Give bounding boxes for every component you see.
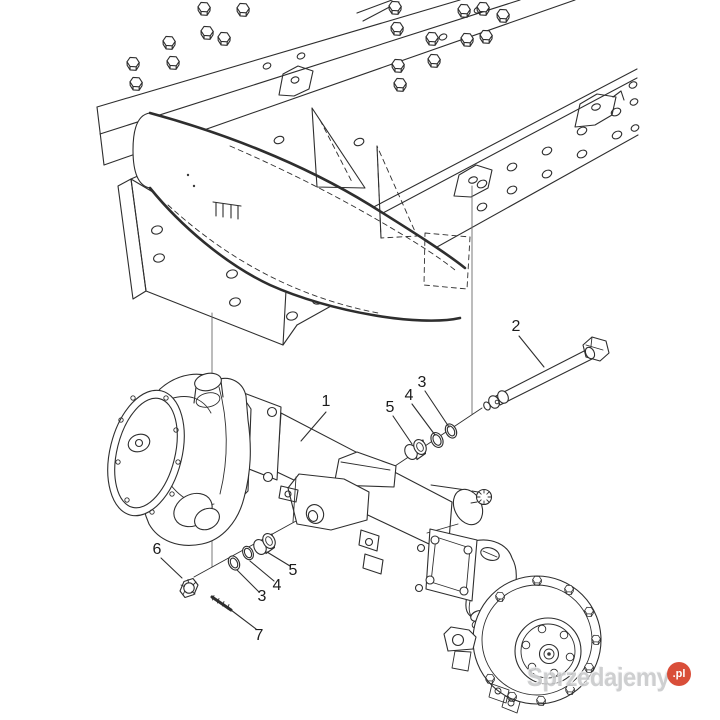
spring-lug [358, 529, 380, 552]
near-frame-rail [282, 68, 640, 346]
bushing-part [253, 532, 276, 556]
callout-6: 6 [152, 541, 162, 558]
breather-cap [193, 372, 224, 408]
leader-lines [160, 335, 545, 630]
assembly-axis-left [193, 514, 308, 578]
rail-clip-bracket-icon [453, 164, 493, 198]
mount-ear [127, 433, 151, 453]
callout-7: 7 [254, 627, 264, 644]
splined-shaft-end [470, 488, 493, 506]
watermark-text: Sprzedajemy [527, 662, 670, 692]
differential-housing [107, 372, 252, 546]
watermark-logo: Sprzedajemy .pl [527, 662, 691, 693]
steering-arm [443, 626, 477, 672]
knuckle-flange-plate [414, 528, 478, 602]
bushing-part [404, 438, 427, 461]
callout-4-left: 4 [272, 577, 282, 594]
spring-lug [362, 553, 384, 575]
o-ring-part [227, 555, 241, 571]
o-ring-part [430, 432, 444, 448]
callout-3-right: 3 [417, 374, 427, 391]
small-mount-bracket [212, 201, 242, 220]
frame-bracket-icon [278, 65, 314, 97]
input-snout [173, 492, 220, 531]
callout-5-right: 5 [385, 399, 395, 416]
o-ring-part [242, 545, 254, 561]
callout-5-left: 5 [288, 562, 298, 579]
fender-support [132, 107, 471, 322]
pivot-pin-bolt [483, 336, 610, 411]
wheel-hub [472, 575, 602, 714]
frame-bolts [126, 0, 510, 92]
axle-tube [259, 412, 453, 575]
rail-clip-bracket-icon [574, 93, 617, 128]
watermark-pl-badge: .pl [667, 662, 691, 686]
callout-3-left: 3 [257, 588, 267, 605]
spring-lug [278, 485, 299, 503]
upper-gusset [333, 451, 397, 488]
axle-assembly [107, 335, 610, 714]
cotter-pin-part [210, 595, 233, 612]
steering-knuckle [414, 484, 602, 714]
callout-4-right: 4 [404, 387, 414, 404]
chassis-frame [96, 0, 640, 568]
gusset-fin [311, 107, 366, 189]
callout-1: 1 [321, 393, 331, 410]
bushing-and-orings-left [179, 532, 276, 612]
castle-nut-part [179, 577, 199, 599]
differential-cover [107, 389, 185, 517]
callout-2: 2 [511, 318, 521, 335]
filler-plug [480, 547, 500, 561]
